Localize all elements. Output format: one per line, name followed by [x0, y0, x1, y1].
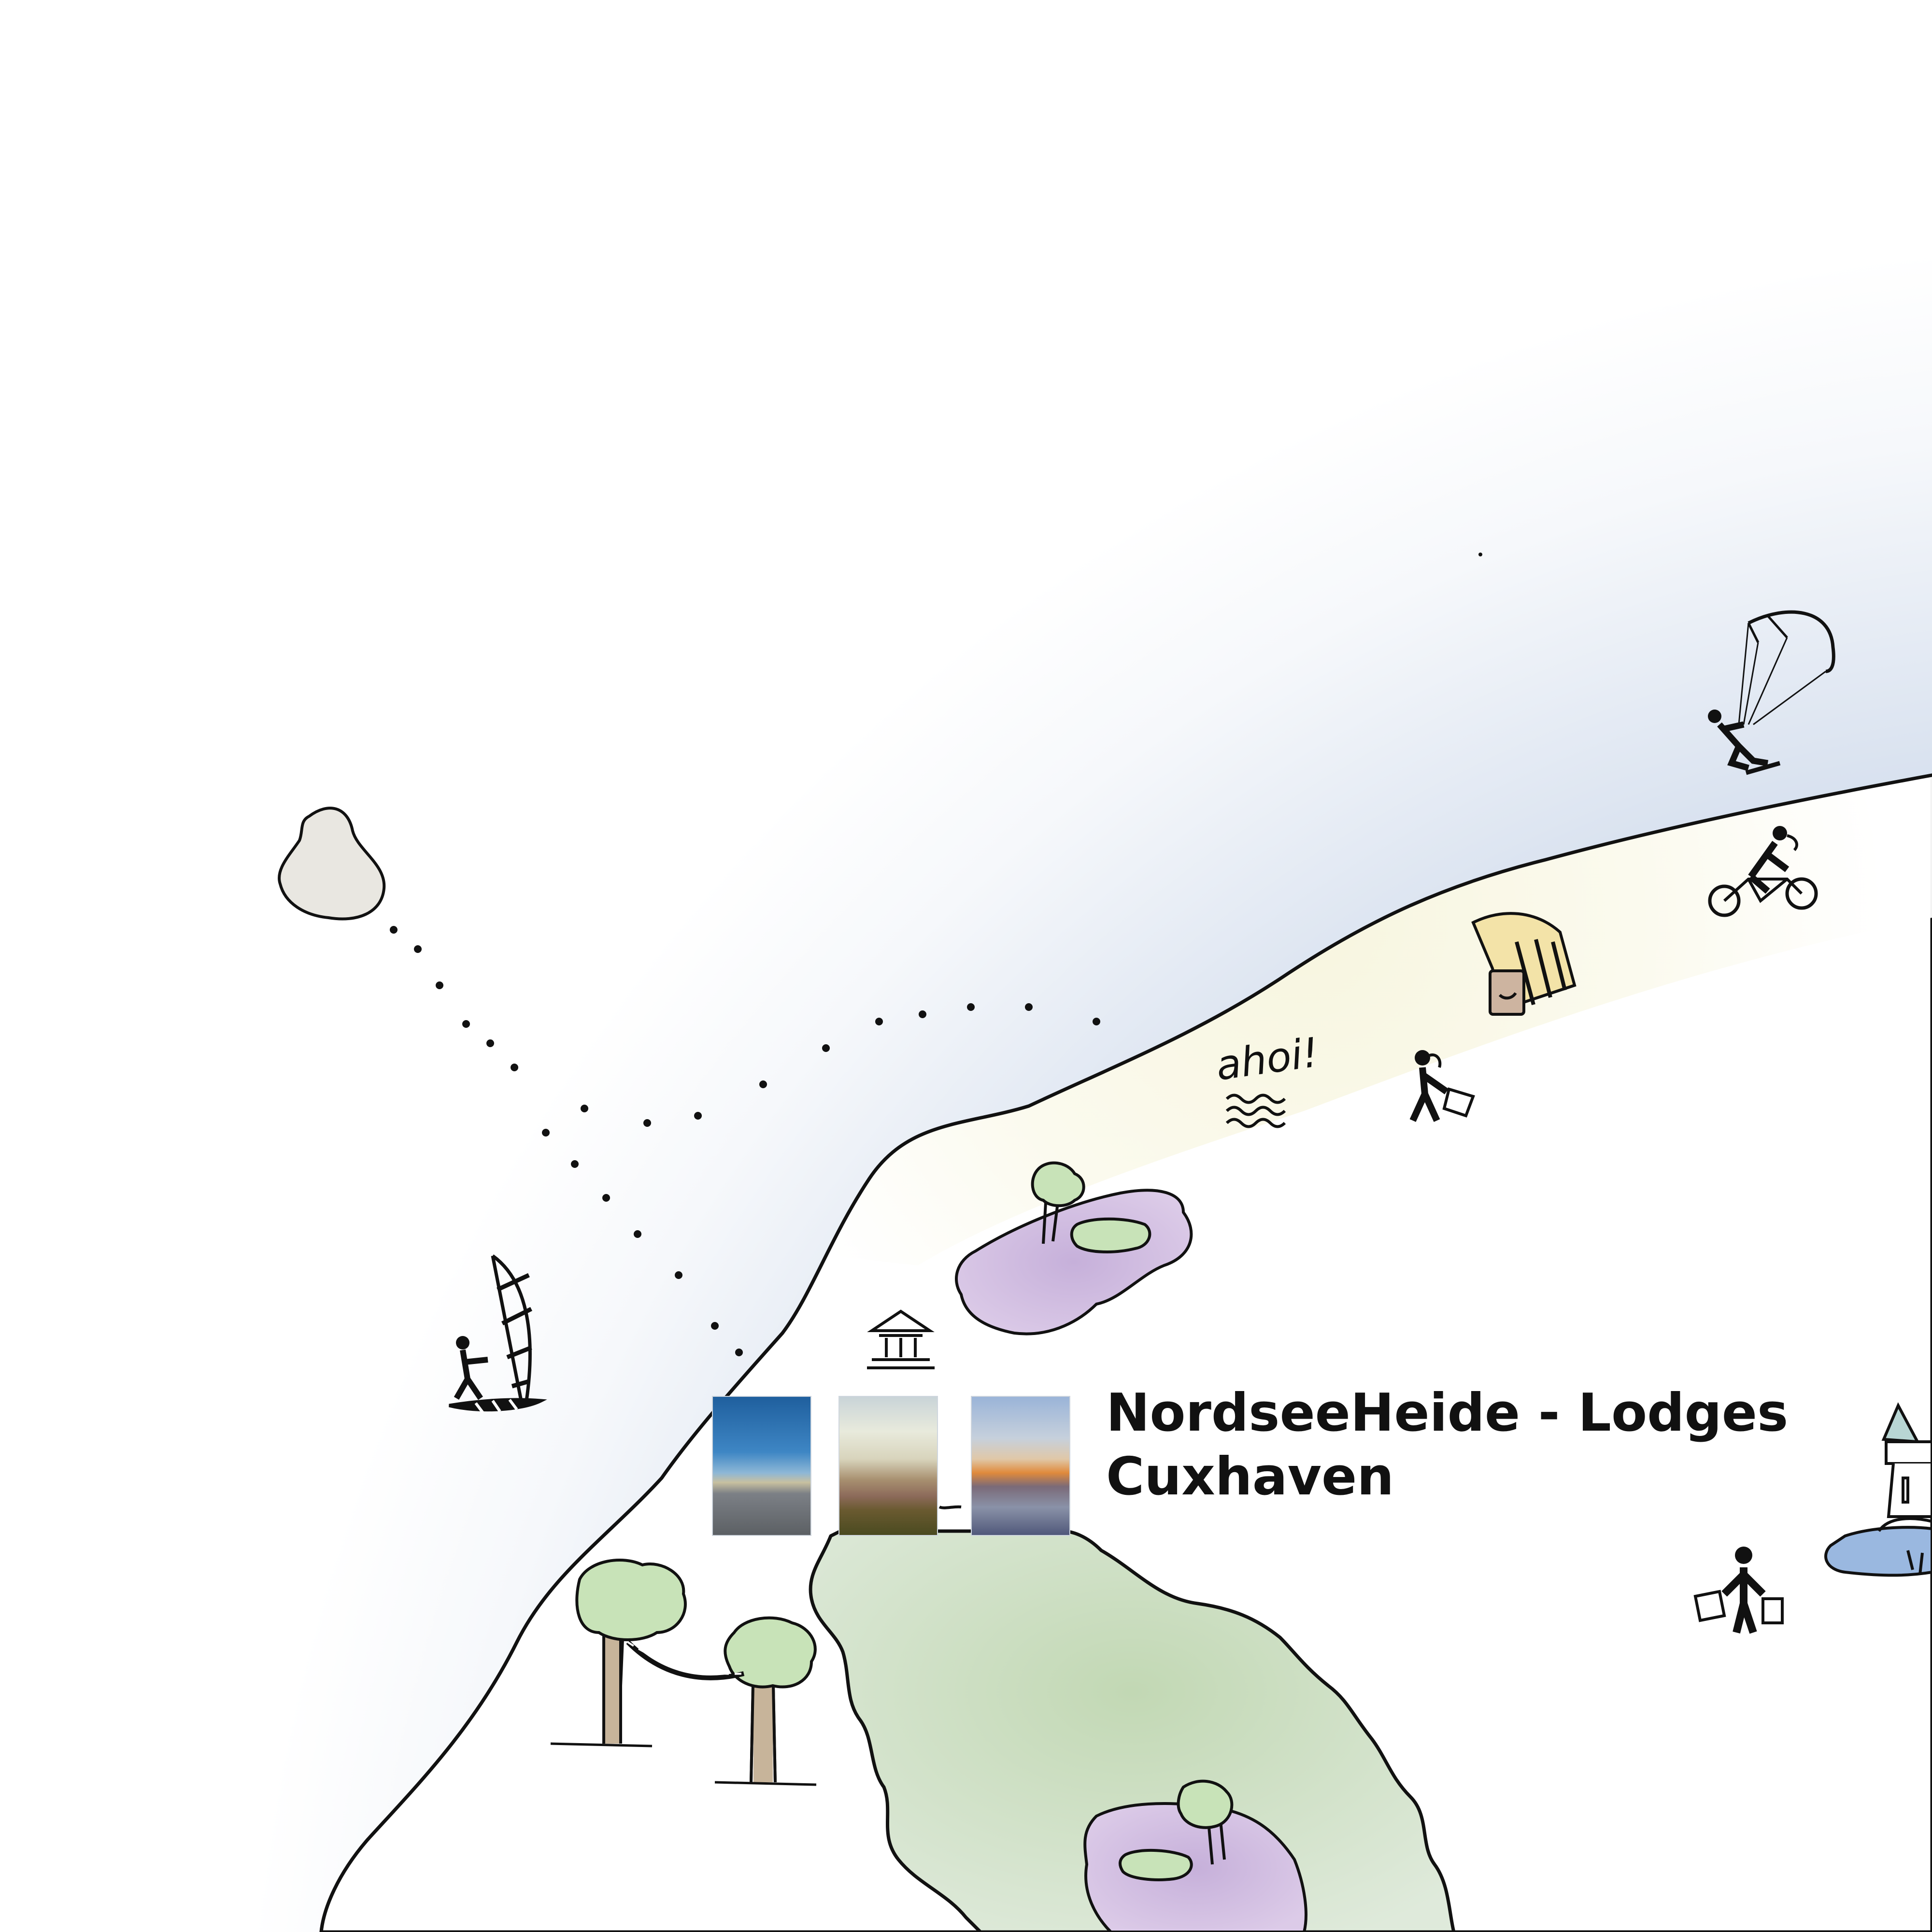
tree-icon — [1119, 1779, 1234, 1881]
place-label[interactable]: NordseeHeide - Lodges Cuxhaven — [1106, 1381, 1788, 1509]
photo-dune-beach[interactable] — [838, 1396, 938, 1536]
island-icon — [278, 807, 386, 921]
waves-icon — [1225, 1094, 1286, 1128]
lighthouse-icon — [1877, 1402, 1932, 1575]
place-label-line1: NordseeHeide - Lodges — [1106, 1383, 1789, 1443]
place-label-line2: Cuxhaven — [1106, 1447, 1394, 1507]
museum-icon — [867, 1309, 935, 1369]
photo-sunset[interactable] — [971, 1396, 1070, 1536]
route-connector — [938, 1505, 962, 1509]
forest-area — [809, 1529, 1456, 1932]
shopping-person-icon — [1693, 1547, 1784, 1634]
tree-icon — [1031, 1161, 1151, 1253]
cyclist-icon — [1708, 826, 1818, 917]
beach-chair-icon — [1471, 912, 1577, 1016]
beach — [831, 775, 1932, 1265]
kitesurfer-icon — [1708, 610, 1835, 775]
windsurfer-icon — [449, 1254, 547, 1414]
coastline — [319, 773, 1932, 1932]
photo-sea-blue[interactable] — [712, 1396, 811, 1536]
walking-person-icon — [1409, 1050, 1475, 1122]
ferry-route-dots — [390, 553, 1482, 1356]
lake — [1824, 1526, 1932, 1577]
hammock-icon — [550, 1559, 817, 1786]
